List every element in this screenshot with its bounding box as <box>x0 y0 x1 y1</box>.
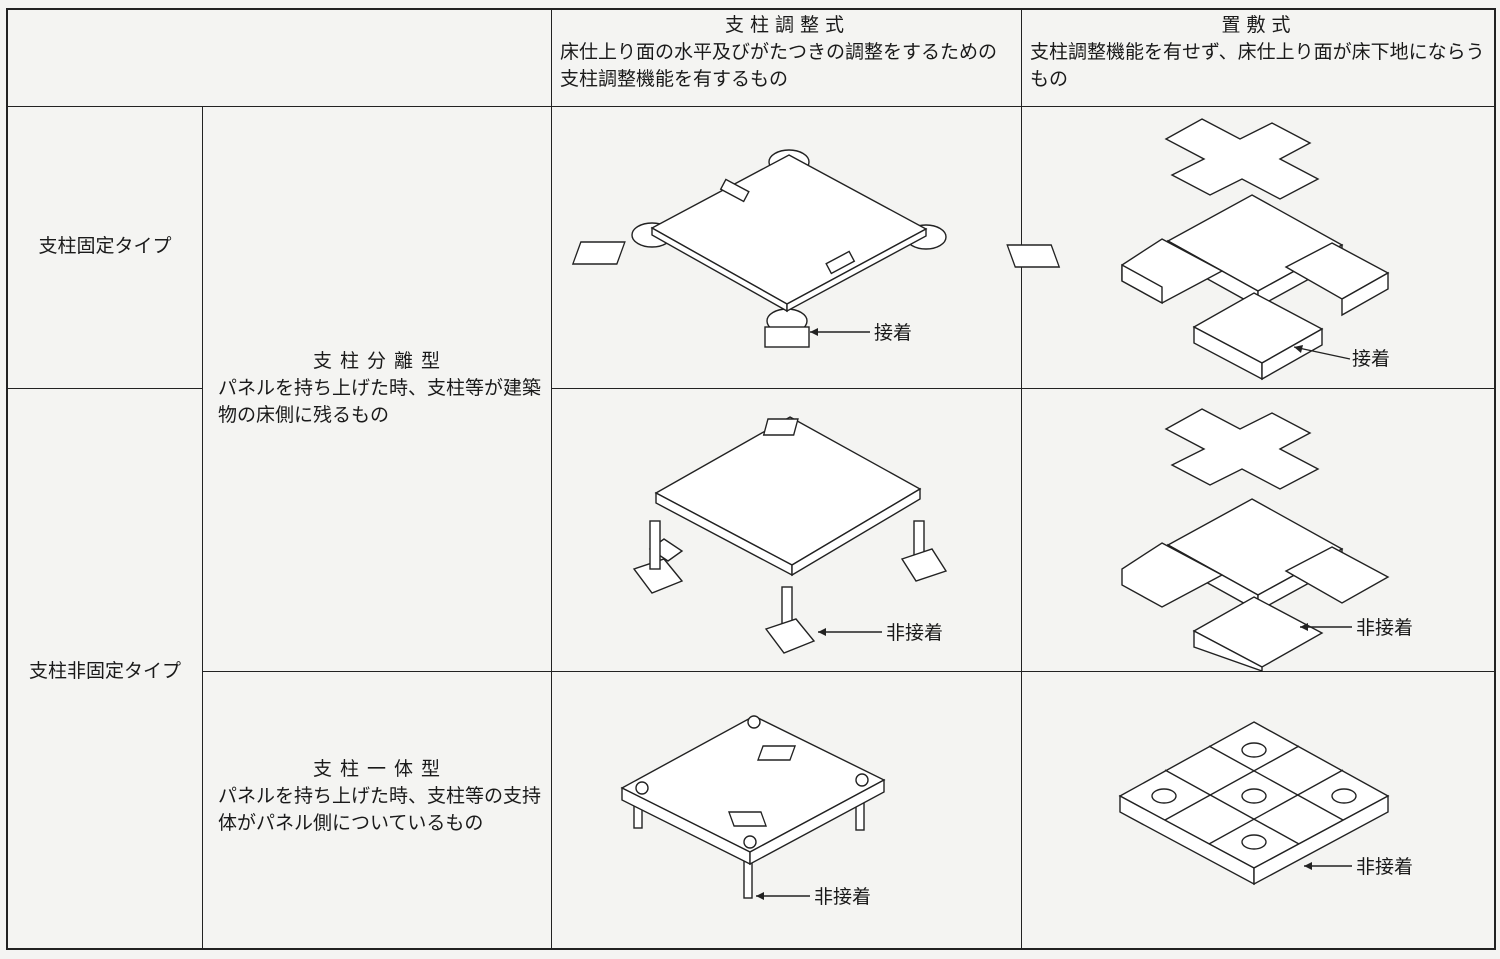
row-divider-right-2 <box>202 671 1496 672</box>
illustration-laid-integrated: 非接着 <box>1118 721 1413 886</box>
label-adhered-1: 接着 <box>874 322 912 344</box>
subtype-separate-desc: パネルを持ち上げた時、支柱等が建築物の床側に残るもの <box>218 377 542 426</box>
illustration-laid-fixed: 接着 <box>1121 118 1390 381</box>
illustration-adjustable-nonfixed: 非接着 <box>632 416 948 654</box>
table-border-right <box>1494 8 1496 950</box>
table-border-left <box>6 8 8 950</box>
illustration-adjustable-integrated: 非接着 <box>620 715 886 908</box>
illustration-laid-nonfixed: 非接着 <box>1121 408 1413 672</box>
row-divider-left <box>6 388 203 389</box>
header-adjustable: 支柱調整式 床仕上り面の水平及びがたつきの調整をするための支柱調整機能を有するも… <box>560 12 1015 93</box>
header-divider <box>6 106 1496 107</box>
table-border-bottom <box>6 948 1496 950</box>
header-adjustable-title: 支柱調整式 <box>724 14 850 36</box>
subtype-integrated: 支柱一体型 パネルを持ち上げた時、支柱等の支持体がパネル側についているもの <box>218 756 543 837</box>
illustration-adjustable-fixed: 接着 <box>571 149 1061 348</box>
label-nonadhered-1: 非接着 <box>886 622 943 644</box>
col-divider-1 <box>202 106 203 950</box>
table-border-top <box>6 8 1496 10</box>
col-divider-2 <box>551 8 552 950</box>
header-adjustable-desc: 床仕上り面の水平及びがたつきの調整をするための支柱調整機能を有するもの <box>560 41 998 90</box>
header-laid-title: 置敷式 <box>1221 14 1297 36</box>
header-laid-desc: 支柱調整機能を有せず、床仕上り面が床下地にならうもの <box>1030 41 1485 90</box>
subtype-integrated-title: 支柱一体型 <box>312 758 448 780</box>
row-label-fixed: 支柱固定タイプ <box>38 235 172 257</box>
label-nonadhered-3: 非接着 <box>814 886 871 908</box>
col-divider-3 <box>1021 8 1022 950</box>
subtype-separate: 支柱分離型 パネルを持ち上げた時、支柱等が建築物の床側に残るもの <box>218 348 543 429</box>
subtype-separate-title: 支柱分離型 <box>312 350 448 372</box>
row-label-nonfixed: 支柱非固定タイプ <box>28 660 181 682</box>
row-divider-right-1 <box>551 388 1496 389</box>
subtype-integrated-desc: パネルを持ち上げた時、支柱等の支持体がパネル側についているもの <box>218 785 542 834</box>
arrow-adhered-2 <box>1293 346 1351 360</box>
header-laid: 置敷式 支柱調整機能を有せず、床仕上り面が床下地にならうもの <box>1030 12 1488 93</box>
label-nonadhered-2: 非接着 <box>1356 617 1413 639</box>
label-adhered-2: 接着 <box>1352 348 1390 370</box>
label-nonadhered-4: 非接着 <box>1356 856 1413 878</box>
